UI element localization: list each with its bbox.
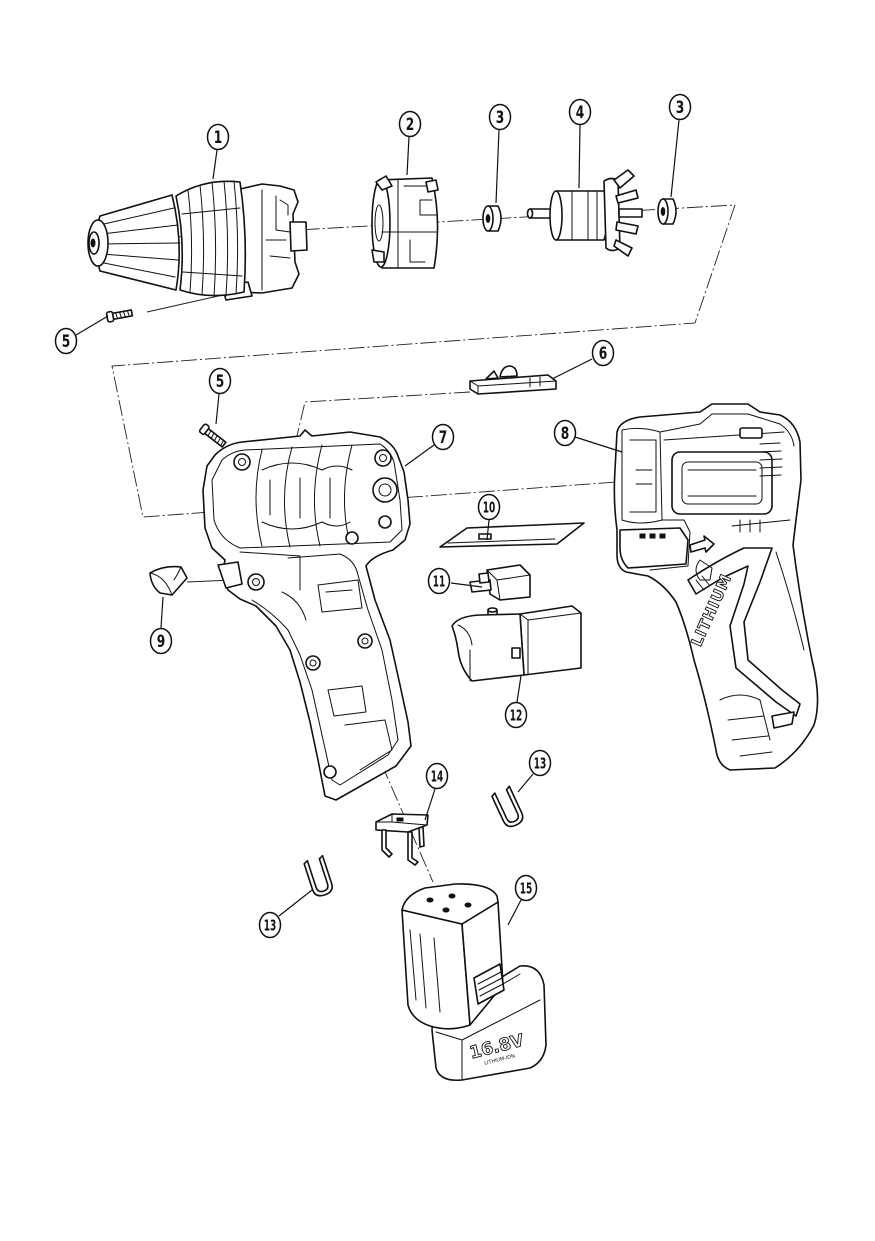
callout-number: 10 — [483, 499, 496, 516]
motor-fan — [603, 177, 621, 252]
direction-arrow — [689, 535, 715, 553]
side-window — [671, 451, 773, 515]
callout-number: 8 — [561, 424, 570, 444]
callout-15: 15 — [514, 874, 538, 902]
callout-number: 6 — [599, 344, 608, 364]
callout-circle — [568, 98, 592, 126]
callout-circle — [206, 123, 230, 151]
callout-4: 4 — [568, 98, 592, 126]
direction-knob — [149, 565, 188, 596]
callout-circle — [553, 419, 577, 447]
callout-2: 2 — [398, 110, 422, 138]
callout-5-housing: 5 — [208, 367, 232, 395]
callout-number: 13 — [264, 917, 277, 934]
callout-12: 12 — [504, 701, 528, 729]
callout-circle — [504, 701, 528, 729]
trigger-switch — [451, 605, 582, 682]
spring-clip — [303, 854, 333, 897]
callout-3: 3 — [488, 103, 512, 131]
battery-pack: 16.8V LITHIUM-ION — [401, 883, 547, 1082]
callout-6: 6 — [591, 339, 615, 367]
callout-number: 11 — [433, 573, 446, 590]
spring-clip — [491, 785, 524, 828]
callout-8: 8 — [553, 419, 577, 447]
callout-13: 13 — [528, 749, 552, 777]
screw-boss — [305, 655, 321, 671]
callout-circle — [431, 423, 455, 451]
battery-pod-top — [401, 883, 499, 925]
insulating-plate — [439, 522, 585, 548]
callout-10: 10 — [477, 493, 501, 521]
callout-circle — [208, 367, 232, 395]
callout-circle — [398, 110, 422, 138]
screw-boss — [345, 531, 359, 545]
callout-circle — [488, 103, 512, 131]
screw-boss — [378, 515, 392, 529]
screw-housing — [198, 423, 227, 448]
callout-number: 4 — [576, 103, 585, 123]
right-housing-half: LITHIUM — [613, 403, 819, 771]
callout-number: 1 — [214, 128, 223, 148]
callout-circle — [258, 911, 282, 939]
screw-boss — [357, 633, 373, 649]
callout-3-rear: 3 — [668, 93, 692, 121]
screw-boss — [247, 573, 265, 591]
callout-number: 12 — [510, 707, 523, 724]
screw-boss — [323, 765, 337, 779]
callout-5: 5 — [54, 327, 78, 355]
motor-shaft-rear — [618, 208, 643, 218]
clutch-ring — [175, 180, 247, 297]
bearing-front — [482, 205, 502, 232]
callout-number: 9 — [157, 632, 166, 652]
callout-number: 5 — [62, 332, 71, 352]
callout-number: 13 — [534, 755, 547, 772]
slider-alignment-line — [295, 391, 471, 441]
callout-7: 7 — [431, 423, 455, 451]
switch-box — [519, 605, 582, 676]
leader-lines — [75, 119, 680, 926]
callout-circle — [514, 874, 538, 902]
callout-13-left: 13 — [258, 911, 282, 939]
bearing-rear — [657, 198, 677, 225]
callout-circle — [528, 749, 552, 777]
callout-circle — [477, 493, 501, 521]
callouts: 1 2 3 4 3 5 6 5 — [54, 93, 692, 939]
battery-terminal — [375, 813, 429, 866]
speed-switch-slider — [469, 365, 557, 395]
screw-boss — [233, 453, 251, 471]
callout-1: 1 — [206, 123, 230, 151]
callout-number: 14 — [431, 768, 444, 785]
screw-boss — [374, 449, 392, 467]
battery-pod-front — [401, 909, 471, 1030]
callout-circle — [591, 339, 615, 367]
callout-circle — [425, 762, 449, 790]
forward-reverse-switch — [469, 564, 531, 601]
left-housing-outline — [202, 429, 412, 801]
gearbox-tab — [289, 221, 308, 252]
callout-number: 7 — [439, 428, 448, 448]
screw-gearbox — [105, 309, 134, 323]
callout-number: 2 — [406, 115, 415, 135]
callout-circle — [149, 627, 173, 655]
callout-number: 3 — [676, 98, 685, 118]
callout-circle — [54, 327, 78, 355]
callout-number: 3 — [496, 108, 505, 128]
callout-14: 14 — [425, 762, 449, 790]
gear-ring-housing — [371, 175, 439, 269]
vent-slots — [759, 442, 783, 477]
callout-9: 9 — [149, 627, 173, 655]
callout-11: 11 — [427, 567, 451, 595]
callout-circle — [427, 567, 451, 595]
callout-number: 5 — [216, 372, 225, 392]
callout-circle — [668, 93, 692, 121]
lower-front-block — [619, 527, 689, 569]
assembly-frame-line — [111, 204, 736, 518]
callout-number: 15 — [520, 880, 533, 897]
chuck-gearbox-assembly — [87, 180, 308, 301]
left-housing-half — [202, 429, 412, 801]
motor-armature — [526, 169, 643, 257]
